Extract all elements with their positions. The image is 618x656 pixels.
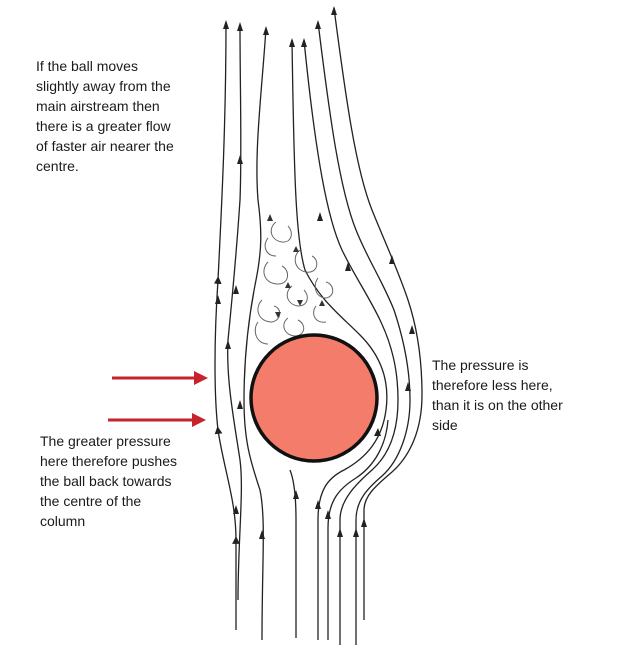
eddy-arrowheads [267, 214, 325, 318]
arrowhead [285, 282, 291, 288]
arrowhead [409, 325, 415, 334]
streamline [317, 21, 411, 645]
arrowhead [233, 505, 239, 514]
caption-faster-air: If the ball moves slightly away from the… [36, 58, 174, 174]
arrowhead [325, 510, 331, 519]
arrowhead [345, 262, 351, 271]
left-streamlines [213, 21, 297, 641]
streamline [289, 469, 297, 638]
streamline [227, 24, 243, 601]
streamline [327, 419, 389, 640]
streamline [333, 7, 423, 620]
arrowhead [301, 38, 307, 47]
arrowhead [215, 295, 221, 304]
arrowhead [233, 285, 239, 294]
arrowhead [223, 20, 229, 29]
arrowhead [405, 382, 411, 391]
eddies [254, 221, 334, 345]
eddy-icon [314, 277, 334, 299]
arrowhead [289, 38, 295, 47]
streamline [303, 39, 399, 645]
arrowhead [263, 26, 269, 35]
eddy-icon [257, 299, 281, 323]
streamline [243, 27, 267, 641]
eddy-icon [313, 305, 327, 323]
streamline [213, 21, 240, 630]
arrowhead [361, 518, 367, 527]
caption-low-pressure: The pressure is therefore less here, tha… [432, 357, 563, 433]
eddy-icon [254, 321, 269, 345]
eddy-icon [264, 237, 277, 257]
arrowhead [319, 300, 325, 306]
pressure-arrows [108, 371, 208, 427]
arrowhead [192, 413, 206, 427]
arrowhead [194, 371, 208, 385]
eddy-icon [263, 261, 288, 285]
ball [249, 333, 379, 463]
arrowhead [374, 428, 381, 436]
eddy-icon [270, 221, 292, 243]
arrowhead [237, 22, 243, 31]
arrowhead [315, 20, 321, 29]
eddy-icon [294, 249, 318, 273]
arrowhead [315, 500, 321, 509]
arrowhead [389, 255, 395, 264]
streamline-arrowheads [215, 6, 415, 539]
right-streamlines [291, 7, 423, 645]
arrowhead [353, 528, 359, 537]
arrowhead [225, 340, 231, 349]
eddy-icon [286, 285, 308, 307]
arrowhead [331, 6, 337, 15]
eddy-icon [283, 317, 305, 337]
arrowhead [293, 490, 299, 499]
arrowhead [237, 155, 243, 164]
arrowhead [317, 212, 323, 221]
arrowhead [267, 214, 273, 221]
arrowhead [293, 246, 299, 252]
arrowhead [237, 400, 243, 409]
caption-greater-pressure: The greater pressure here therefore push… [40, 433, 177, 529]
streamline [291, 39, 388, 640]
arrowhead [275, 312, 281, 318]
arrowhead [259, 530, 265, 539]
arrowhead [297, 300, 303, 306]
arrowhead [337, 528, 343, 537]
